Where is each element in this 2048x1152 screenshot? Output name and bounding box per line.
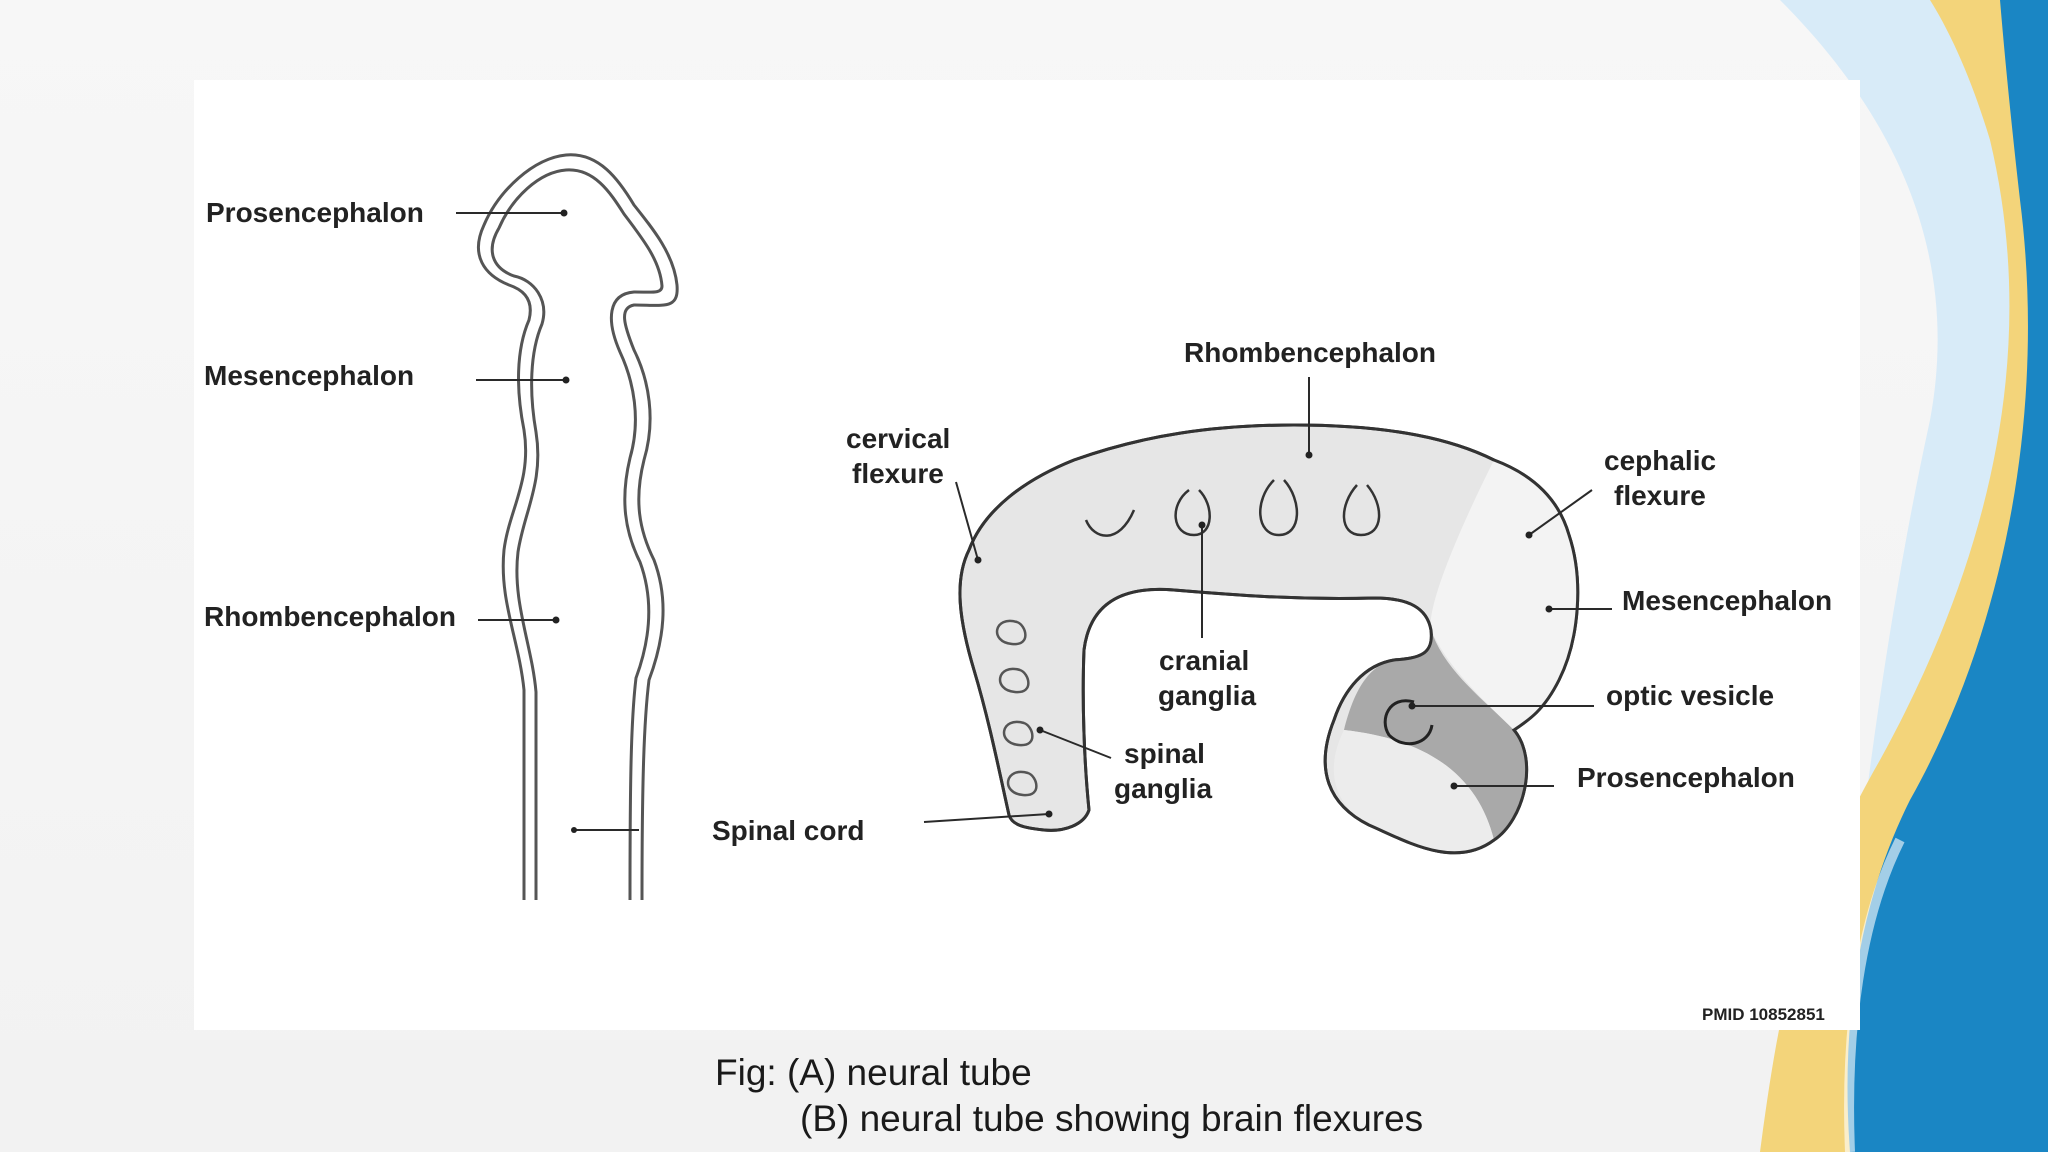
caption-line-2: (B) neural tube showing brain flexures bbox=[800, 1098, 1424, 1139]
spinal-ganglion-1 bbox=[995, 619, 1027, 646]
optic-vesicle-shape bbox=[1383, 699, 1434, 746]
panel-b-label-spinal-cord: Spinal cord bbox=[712, 815, 864, 846]
panel-b-label-mesencephalon: Mesencephalon bbox=[1622, 585, 1832, 616]
panel-b-label-optic-vesicle: optic vesicle bbox=[1606, 680, 1774, 711]
cranial-ganglion-2 bbox=[1174, 489, 1211, 537]
panel-b-label-spinal-2: ganglia bbox=[1114, 773, 1212, 804]
panel-b-leader-cephalic-flexure bbox=[1528, 489, 1593, 536]
caption-line-1: Fig: (A) neural tube bbox=[715, 1052, 1032, 1093]
panel-b-forebrain-dark bbox=[1344, 630, 1527, 840]
panel-a-label-prosencephalon: Prosencephalon bbox=[206, 197, 424, 228]
spinal-ganglion-2 bbox=[998, 667, 1030, 694]
source-id: PMID 10852851 bbox=[1702, 1005, 1825, 1024]
panel-b-label-cranial-1: cranial bbox=[1159, 645, 1249, 676]
neural-tube-figure: Prosencephalon Mesencephalon Rhombenceph… bbox=[204, 153, 1832, 1024]
panel-b-leader-spinal-ganglia bbox=[1039, 729, 1112, 759]
panel-b-label-cephalic-1: cephalic bbox=[1604, 445, 1716, 476]
panel-a-spinal-cord-dot bbox=[571, 827, 577, 833]
panel-b-label-cervical-2: flexure bbox=[852, 458, 944, 489]
figure-panel: Prosencephalon Mesencephalon Rhombenceph… bbox=[194, 80, 1860, 1030]
panel-b-label-rhombencephalon: Rhombencephalon bbox=[1184, 337, 1436, 368]
panel-b-label-spinal-1: spinal bbox=[1124, 738, 1205, 769]
panel-a-label-mesencephalon: Mesencephalon bbox=[204, 360, 414, 391]
panel-a-neural-tube: Prosencephalon Mesencephalon Rhombenceph… bbox=[204, 153, 679, 901]
cranial-ganglion-4 bbox=[1342, 484, 1381, 537]
panel-b-forebrain-light bbox=[1333, 730, 1494, 853]
panel-b-leader-spinal-cord bbox=[923, 813, 1050, 823]
cranial-ganglion-3 bbox=[1259, 479, 1299, 537]
panel-b-flexed-tube: Spinal cord Rhombencephalon cervical fle… bbox=[712, 337, 1832, 855]
panel-b-leader-cervical-flexure bbox=[955, 481, 979, 561]
panel-a-tube-inner bbox=[490, 168, 664, 901]
panel-b-tube-outline bbox=[958, 423, 1580, 855]
figure-caption: Fig: (A) neural tube (B) neural tube sho… bbox=[715, 1050, 1423, 1142]
spinal-ganglion-3 bbox=[1002, 720, 1034, 747]
panel-a-tube-outer bbox=[477, 153, 679, 901]
panel-b-label-prosencephalon: Prosencephalon bbox=[1577, 762, 1795, 793]
panel-a-label-rhombencephalon: Rhombencephalon bbox=[204, 601, 456, 632]
cranial-ganglion-1 bbox=[1084, 509, 1136, 537]
panel-b-label-cervical-1: cervical bbox=[846, 423, 950, 454]
wave-blue bbox=[1847, 0, 2048, 1152]
panel-b-label-cephalic-2: flexure bbox=[1614, 480, 1706, 511]
panel-b-label-cranial-2: ganglia bbox=[1158, 680, 1256, 711]
spinal-ganglion-4 bbox=[1006, 770, 1038, 797]
